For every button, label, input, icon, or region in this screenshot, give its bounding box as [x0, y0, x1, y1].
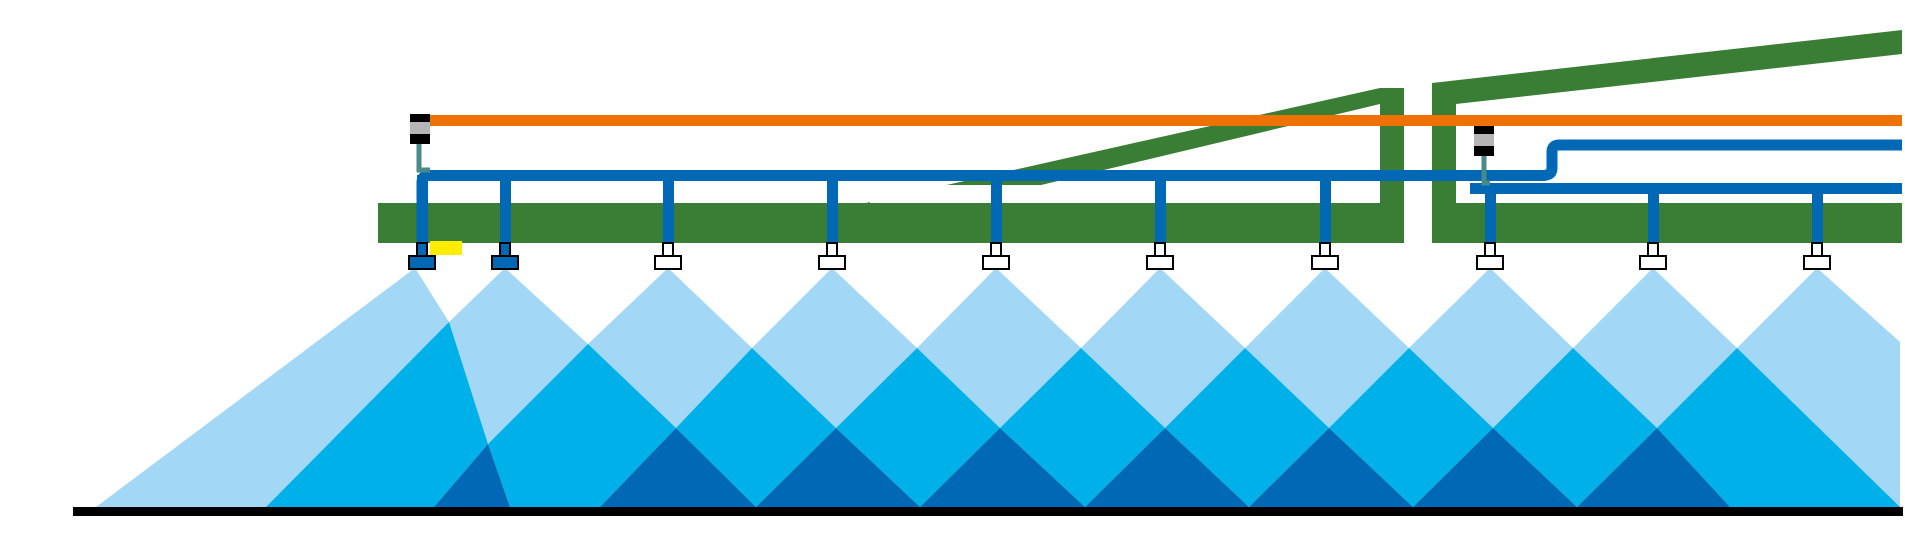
- spray-fan-dark-5: [1085, 428, 1249, 507]
- nozzle-drop-pipes: [417, 175, 1823, 243]
- spray-fan-medium-7: [1329, 348, 1493, 507]
- nozzle-drop-pipe-9: [1648, 188, 1659, 243]
- spray-fan-medium-5: [1000, 348, 1165, 507]
- supply-pipes: [416, 139, 1902, 243]
- spray-nozzle-icon: [1803, 242, 1831, 270]
- nozzle-6-tip: [1146, 255, 1174, 270]
- spray-fan-medium-1: [266, 322, 488, 507]
- sensor-left-stem: [416, 143, 430, 173]
- spray-fan-light-4: [752, 268, 917, 428]
- nozzle-10-tip: [1803, 255, 1831, 270]
- sensor-right-band: [1474, 134, 1494, 146]
- nozzle-5-stem: [990, 242, 1002, 257]
- spray-fan-medium-2: [488, 344, 676, 507]
- frame-gap-left: [870, 185, 1380, 203]
- spray-fan-dark-2: [600, 428, 756, 507]
- spray-fan-dark-7: [1413, 428, 1577, 507]
- sensor-icon: [410, 114, 430, 173]
- spray-fan-light-7: [1245, 268, 1409, 428]
- spray-fan-dark-6: [1249, 428, 1413, 507]
- nozzle-9-tip: [1639, 255, 1667, 270]
- nozzle-drop-pipe-1: [417, 175, 428, 243]
- spray-nozzle-icon: [654, 242, 682, 270]
- spray-fan-light-9: [1573, 268, 1737, 428]
- nozzle-10-stem: [1811, 242, 1823, 257]
- nozzle-drop-pipe-10: [1812, 188, 1823, 243]
- spray-nozzle-icon: [1311, 242, 1339, 270]
- sensor-right-stem: [1481, 156, 1490, 186]
- nozzle-8-tip: [1476, 255, 1504, 270]
- spray-fan-light-10: [1737, 268, 1900, 507]
- spray-fan-dark-4: [920, 428, 1085, 507]
- nozzle-3-tip: [654, 255, 682, 270]
- nozzle-drop-pipe-6: [1155, 175, 1166, 243]
- nozzle-drop-pipe-8: [1485, 188, 1496, 243]
- nozzle-2-tip: [491, 255, 519, 270]
- boom-frame-left-riser: [1380, 88, 1404, 243]
- nozzles: [408, 242, 1831, 270]
- spray-nozzle-icon: [982, 242, 1010, 270]
- spray-nozzle-icon: [818, 242, 846, 270]
- boom-frame-left-base: [378, 203, 1404, 243]
- spray-fan-light-6: [1081, 268, 1245, 428]
- upper-right-pipe: [1544, 139, 1902, 181]
- nozzle-1-tip: [408, 255, 436, 270]
- sensors: [410, 114, 1494, 186]
- spray-fan-dark-8: [1577, 428, 1730, 507]
- nozzle-4-stem: [826, 242, 838, 257]
- nozzle-drop-pipe-5: [991, 175, 1002, 243]
- spray-fan-dark-3: [756, 428, 920, 507]
- spray-fan-medium-4: [836, 348, 1000, 507]
- nozzle-5-tip: [982, 255, 1010, 270]
- spray-fan-light-1: [96, 268, 449, 507]
- spray-fan-light-2: [449, 268, 588, 444]
- spray-fan-medium-6: [1165, 348, 1329, 507]
- nozzle-2-stem: [499, 242, 511, 257]
- nozzle-7-stem: [1319, 242, 1331, 257]
- spray-fan-light-8: [1409, 268, 1573, 428]
- spray-fan-medium-8: [1493, 348, 1657, 507]
- boom-frame-right-base: [1432, 203, 1902, 243]
- spray-nozzle-icon: [408, 242, 436, 270]
- nozzle-8-stem: [1484, 242, 1496, 257]
- ground-line: [73, 507, 1903, 516]
- boom-frame-right-riser: [1432, 83, 1456, 243]
- spray-nozzle-icon: [1639, 242, 1667, 270]
- nozzle-3-stem: [662, 242, 674, 257]
- nozzle-9-stem: [1647, 242, 1659, 257]
- nozzle-4-tip: [818, 255, 846, 270]
- section-marker-icon: [430, 241, 462, 255]
- orange-line: [429, 115, 1902, 126]
- sensor-left-band: [410, 122, 430, 134]
- nozzle-6-stem: [1154, 242, 1166, 257]
- nozzle-1-stem: [416, 242, 428, 257]
- boom-frame: [378, 30, 1902, 243]
- spray-nozzle-icon: [1476, 242, 1504, 270]
- spray-nozzle-icon: [1146, 242, 1174, 270]
- spray-fan-light-5: [917, 268, 1081, 428]
- spray-coverage-layer: [96, 268, 1900, 507]
- spray-fan-medium-3: [676, 348, 836, 507]
- boom-frame-right-diagonal: [1432, 30, 1902, 104]
- spray-fan-light-3: [588, 268, 752, 428]
- nozzle-drop-pipe-3: [663, 175, 674, 243]
- lower-right-pipe: [1486, 183, 1902, 194]
- spray-nozzle-icon: [491, 242, 519, 270]
- spray-fan-medium-9: [1657, 348, 1900, 507]
- nozzle-7-tip: [1311, 255, 1339, 270]
- spray-fan-dark-1: [434, 444, 510, 507]
- nozzle-drop-pipe-4: [827, 175, 838, 243]
- nozzle-drop-pipe-7: [1320, 175, 1331, 243]
- nozzle-drop-pipe-2: [500, 175, 511, 243]
- main-pipe: [422, 170, 1550, 181]
- sensor-icon: [1474, 126, 1494, 186]
